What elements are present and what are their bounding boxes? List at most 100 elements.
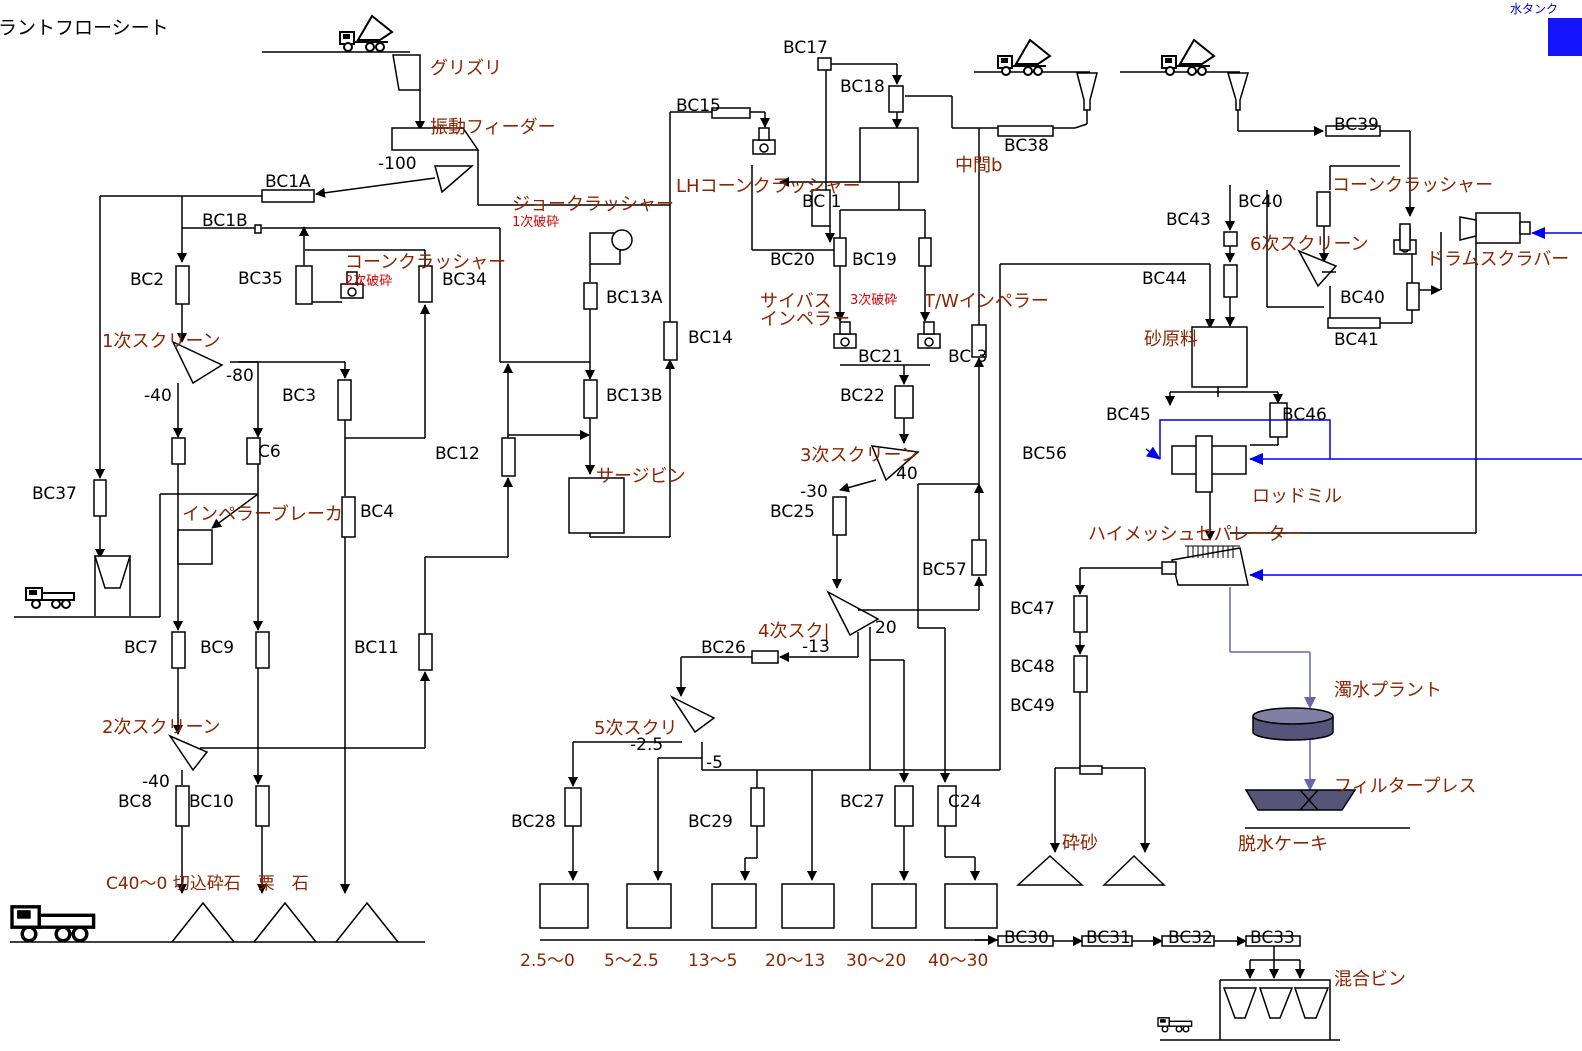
size-80-label: -80 bbox=[226, 366, 254, 386]
product-2-label: 5～2.5 bbox=[604, 951, 659, 971]
water-lines bbox=[1145, 227, 1582, 581]
secondary-crush-note: 2次破砕 bbox=[345, 274, 393, 289]
bc46-label: BC46 bbox=[1282, 405, 1327, 425]
screen-3-label: 3次スクリーン bbox=[800, 445, 919, 466]
size-40a-label: -40 bbox=[144, 386, 172, 406]
size-13-label: -13 bbox=[802, 637, 830, 657]
bc29-label: BC29 bbox=[688, 812, 733, 832]
size-5-label: -5 bbox=[706, 753, 723, 773]
primary-section bbox=[10, 51, 670, 943]
product-3-label: 13～5 bbox=[688, 951, 738, 971]
page-title: ラントフローシート bbox=[0, 17, 169, 39]
rod-mill-label: ロッドミル bbox=[1252, 486, 1342, 507]
bc2-label: BC2 bbox=[130, 270, 165, 290]
cone-crusher-1-label: コーンクラッシャー bbox=[345, 252, 507, 273]
bc28-label: BC28 bbox=[511, 812, 556, 832]
vibrating-feeder-label: 振動フィーダー bbox=[430, 117, 556, 138]
cyber-impeller-label-2: インペラー bbox=[760, 309, 850, 330]
bc1a-label: BC1A bbox=[265, 172, 311, 192]
screen-2-label: 2次スクリーン bbox=[102, 717, 221, 738]
tertiary-section bbox=[539, 57, 1340, 1041]
size-100-label: -100 bbox=[378, 154, 417, 174]
primary-crush-note: 1次破砕 bbox=[512, 215, 560, 230]
bc10-label: BC10 bbox=[189, 792, 234, 812]
size-30-label: -30 bbox=[800, 482, 828, 502]
bc3-label: BC3 bbox=[282, 386, 317, 406]
bc39-label: BC39 bbox=[1334, 115, 1379, 135]
bc35-label: BC35 bbox=[238, 269, 283, 289]
impeller-breaker-label: インペラーブレーカ bbox=[182, 504, 343, 525]
screen-1-label: 1次スクリーン bbox=[102, 331, 221, 352]
bc8-label: BC8 bbox=[118, 792, 153, 812]
bc19-label: BC19 bbox=[852, 250, 897, 270]
bc33-label: BC33 bbox=[1250, 928, 1295, 948]
surge-bin-label: サージビン bbox=[596, 466, 686, 487]
lh-cone-crusher-label: LHコーンクラッシャー bbox=[676, 176, 861, 197]
product-1-label: 2.5～0 bbox=[520, 951, 575, 971]
grizzly-label: グリズリ bbox=[430, 58, 502, 79]
bc17-label: BC17 bbox=[783, 38, 828, 58]
bc18-label: BC18 bbox=[840, 77, 885, 97]
bc38-label: BC38 bbox=[1004, 136, 1049, 156]
tw-impeller-label: T/Wインペラー bbox=[924, 291, 1049, 312]
bc56-label: BC56 bbox=[1022, 444, 1067, 464]
bc22-label: BC22 bbox=[840, 386, 885, 406]
dewatered-cake-label: 脱水ケーキ bbox=[1238, 834, 1328, 855]
product-5-label: 30～20 bbox=[846, 951, 907, 971]
bc30-label: BC30 bbox=[1004, 928, 1049, 948]
product-4-label: 20～13 bbox=[765, 951, 826, 971]
screen-4-label: 4次スク| bbox=[758, 621, 830, 642]
bc57-label: BC57 bbox=[922, 560, 967, 580]
bc61-label: BC 1 bbox=[802, 192, 842, 212]
bc7-label: BC7 bbox=[124, 638, 159, 658]
high-mesh-separator-label: ハイメッシュセパレーター bbox=[1088, 524, 1304, 545]
cone-crusher-2-label: コーンクラッシャー bbox=[1332, 175, 1494, 196]
bc41-label: BC41 bbox=[1334, 330, 1379, 350]
bc14-label: BC14 bbox=[688, 328, 733, 348]
bc44-label: BC44 bbox=[1142, 269, 1187, 289]
screen-6-label: 6次スクリーン bbox=[1250, 234, 1369, 255]
bc31-label: BC31 bbox=[1086, 928, 1131, 948]
stockpile-label: C40～0 切込砕石 栗 石 bbox=[106, 874, 309, 894]
product-6-label: 40～30 bbox=[928, 951, 989, 971]
bc43-label: BC43 bbox=[1166, 210, 1211, 230]
water-tank-label: 水タンク bbox=[1510, 2, 1559, 16]
cyber-impeller-label-1: サイバス bbox=[760, 291, 832, 312]
bc12-label: BC12 bbox=[435, 444, 480, 464]
bc21-label: BC21 bbox=[858, 347, 903, 367]
bc25-label: BC25 bbox=[770, 502, 815, 522]
muddy-water-plant-label: 濁水プラント bbox=[1334, 680, 1442, 701]
bc13a-label: BC13A bbox=[606, 288, 663, 308]
sand-bin-label: 砂原料 bbox=[1144, 329, 1198, 350]
intermediate-bin-label: 中間b bbox=[955, 155, 1003, 176]
filter-press-label: フィルタープレス bbox=[1334, 776, 1477, 797]
bc11-label: BC11 bbox=[354, 638, 399, 658]
screen-5-label: 5次スクリ bbox=[594, 718, 678, 739]
bc15-label: BC15 bbox=[676, 96, 721, 116]
size-40c-label: 40 bbox=[896, 464, 918, 484]
bc45-label: BC45 bbox=[1106, 405, 1151, 425]
bc37-label: BC37 bbox=[32, 484, 77, 504]
bc27-label: BC27 bbox=[840, 792, 885, 812]
size-2-5-label: -2.5 bbox=[630, 735, 664, 755]
bc40b-label: BC40 bbox=[1340, 288, 1385, 308]
bc1b-label: BC1B bbox=[202, 211, 248, 231]
bc47-label: BC47 bbox=[1010, 599, 1055, 619]
bc13b-label: BC13B bbox=[606, 386, 663, 406]
drum-scrubber-label: ドラムスクラバー bbox=[1426, 249, 1570, 270]
bc32-label: BC32 bbox=[1168, 928, 1213, 948]
slurry-line bbox=[1229, 587, 1316, 791]
mixing-bin-label: 混合ビン bbox=[1334, 969, 1406, 990]
tertiary-crush-note: 3次破砕 bbox=[850, 293, 898, 308]
bc20-label: BC20 bbox=[770, 250, 815, 270]
bc26-label: BC26 bbox=[701, 638, 746, 658]
size-20-label: 20 bbox=[875, 618, 897, 638]
bc34-label: BC34 bbox=[442, 270, 487, 290]
bc6-label: C6 bbox=[258, 442, 281, 462]
bc40-label: BC40 bbox=[1238, 192, 1283, 212]
bc24-label: C24 bbox=[948, 792, 982, 812]
bc4-label: BC4 bbox=[360, 502, 395, 522]
bc49-label: BC49 bbox=[1010, 696, 1055, 716]
